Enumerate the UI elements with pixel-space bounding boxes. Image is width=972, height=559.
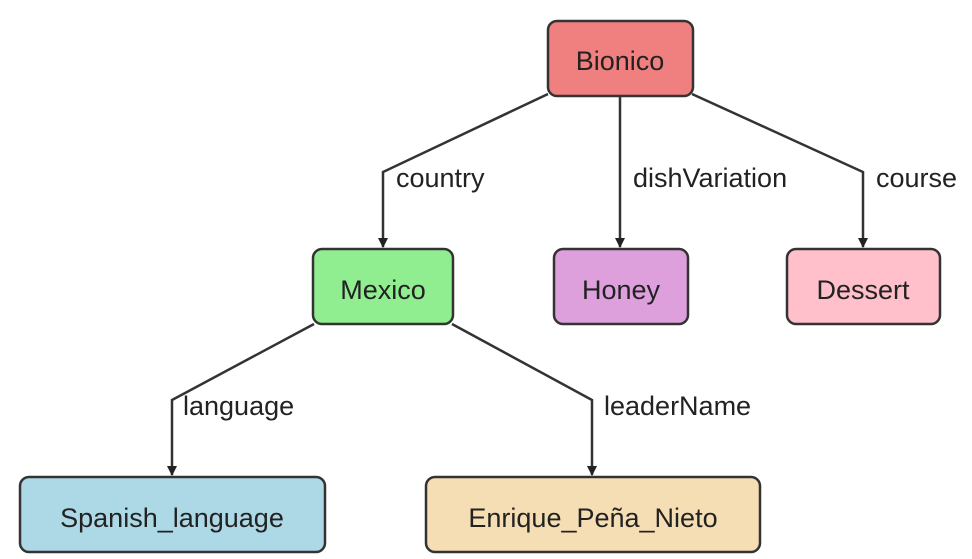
edge-dish-variation-label: dishVariation xyxy=(633,163,787,193)
edge-language-label: language xyxy=(183,391,294,421)
node-honey-box xyxy=(552,247,690,326)
node-mexico: Mexico xyxy=(311,247,455,326)
edge-country: country xyxy=(378,92,549,248)
node-dessert-label: Dessert xyxy=(816,275,910,305)
node-honey: Honey xyxy=(552,247,690,326)
edge-leader-name: leaderName xyxy=(451,322,751,476)
edge-leader-name-line xyxy=(451,322,597,476)
node-mexico-box xyxy=(311,247,455,326)
node-enrique-pena-nieto-box xyxy=(424,475,762,554)
node-mexico-label: Mexico xyxy=(340,275,426,305)
node-dessert-box xyxy=(785,247,942,326)
node-enrique-pena-nieto: Enrique_Peña_Nieto xyxy=(424,475,762,554)
edge-course-label: course xyxy=(876,163,957,193)
edge-country-line xyxy=(378,92,549,248)
node-bionico: Bionico xyxy=(546,19,695,98)
node-enrique-pena-nieto-label: Enrique_Peña_Nieto xyxy=(468,503,717,533)
edge-course-line xyxy=(691,92,868,248)
node-dessert: Dessert xyxy=(785,247,942,326)
edge-leader-name-label: leaderName xyxy=(604,391,751,421)
node-spanish-language: Spanish_language xyxy=(18,475,327,554)
edge-language-line xyxy=(167,322,315,476)
node-honey-label: Honey xyxy=(582,275,661,305)
edge-course: course xyxy=(691,92,957,248)
edge-country-label: country xyxy=(396,163,485,193)
node-spanish-language-box xyxy=(18,475,327,554)
node-bionico-label: Bionico xyxy=(576,46,665,76)
node-spanish-language-label: Spanish_language xyxy=(60,503,284,533)
edge-language: language xyxy=(167,322,315,476)
node-bionico-box xyxy=(546,19,695,98)
edge-dish-variation: dishVariation xyxy=(615,96,787,248)
